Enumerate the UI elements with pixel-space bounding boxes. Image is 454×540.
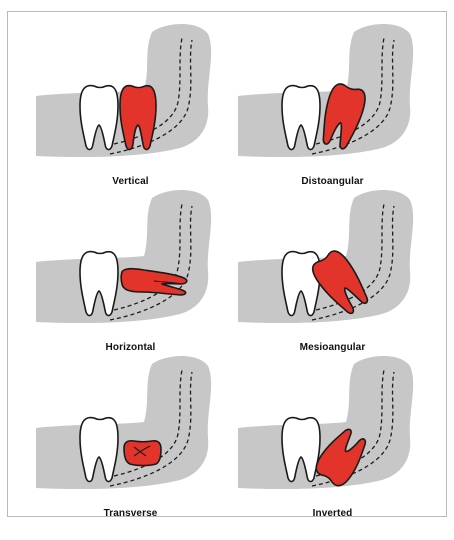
caption-transverse: Transverse	[28, 508, 233, 519]
distoangular-illustration	[230, 18, 435, 168]
caption-inverted: Inverted	[230, 508, 435, 519]
transverse-illustration	[28, 350, 233, 500]
panel-transverse: Transverse	[28, 350, 233, 540]
panel-mesioangular: Mesioangular	[230, 184, 435, 374]
panel-horizontal: Horizontal	[28, 184, 233, 374]
panel-vertical: Vertical	[28, 18, 233, 208]
panel-inverted: Inverted	[230, 350, 435, 540]
horizontal-illustration	[28, 184, 233, 334]
panel-distoangular: Distoangular	[230, 18, 435, 208]
inverted-illustration	[230, 350, 435, 500]
mesioangular-illustration	[230, 184, 435, 334]
diagram-frame: Vertical Distoangular Horizontal	[7, 11, 447, 517]
jaw-bone	[36, 190, 211, 323]
jaw-bone	[36, 356, 211, 489]
jaw-bone	[238, 190, 413, 323]
vertical-illustration	[28, 18, 233, 168]
